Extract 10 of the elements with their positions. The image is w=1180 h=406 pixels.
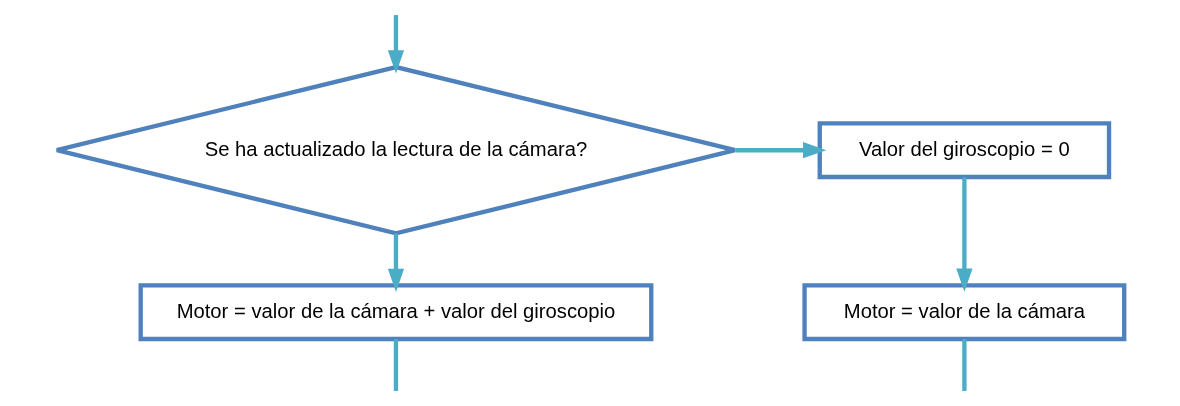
node-box: Motor = valor de la cámara: [801, 283, 1126, 342]
node-box: Motor = valor de la cámara + valor del giroscopio: [138, 283, 653, 342]
arrow: [387, 15, 404, 74]
connector: [393, 339, 398, 391]
arrow: [735, 142, 826, 159]
connector: [961, 339, 967, 391]
node-box: Valor del giroscopio = 0: [817, 121, 1111, 180]
node-diamond: Se ha actualizado la lectura de la cámara?: [54, 64, 737, 236]
arrow: [387, 233, 404, 292]
arrow: [955, 177, 972, 292]
